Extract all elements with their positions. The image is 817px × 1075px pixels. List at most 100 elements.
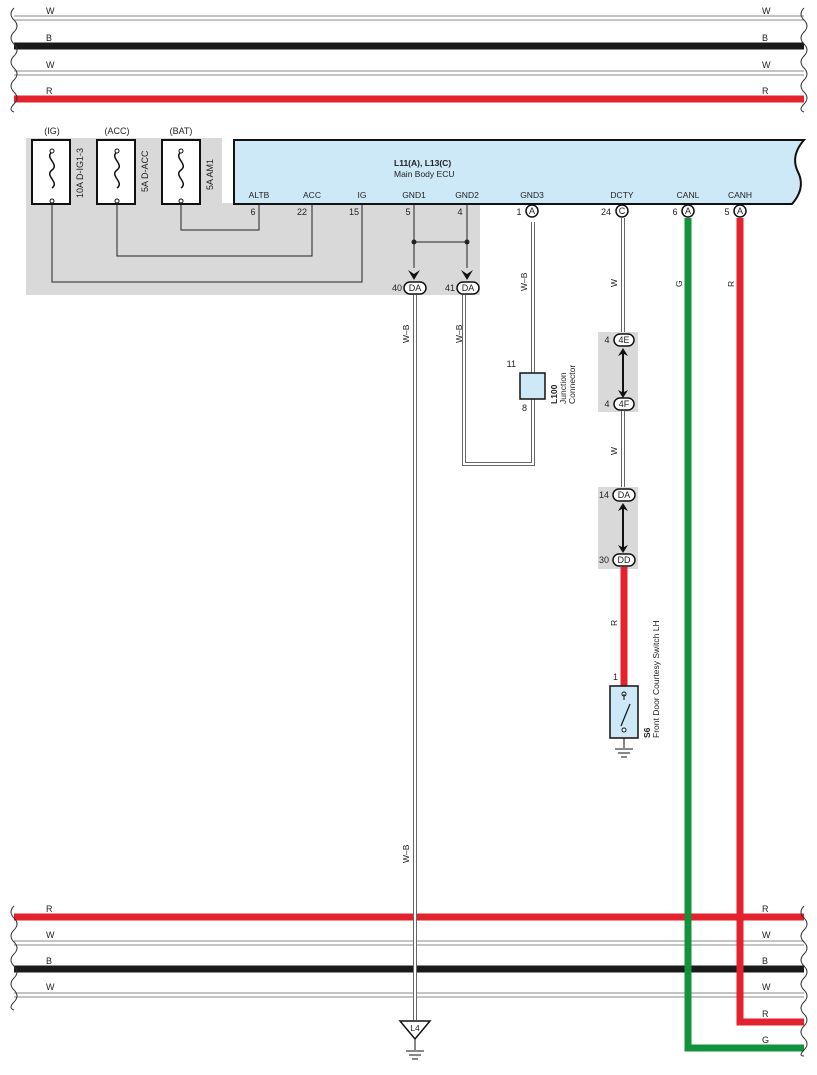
fuse-header: (ACC) (105, 126, 130, 136)
svg-text:S6: S6 (642, 727, 652, 738)
top-bus-label-right: B (762, 33, 768, 43)
bottom-bus: R R W W B B W W R G (10, 904, 808, 1057)
top-bus-wire-r: R R (14, 86, 804, 103)
ecu-pin-label: ACC (303, 190, 321, 200)
bottom-bus-label-right: B (762, 956, 768, 966)
top-bus: W W B B W W R R (10, 6, 808, 113)
wire-label: W–B (519, 272, 529, 291)
svg-text:L100: L100 (549, 384, 559, 404)
svg-text:A: A (529, 206, 535, 216)
bottom-bus-label-right: W (762, 930, 771, 940)
fuse-icon (49, 151, 55, 189)
fuse-ecu-wiring (51, 203, 468, 283)
svg-text:8: 8 (522, 403, 527, 413)
ecu-pin-label: GND1 (402, 190, 426, 200)
connector-dd30: DD 30 (599, 553, 636, 567)
splice-point (464, 239, 470, 245)
svg-text:Front Door Courtesy Switch LH: Front Door Courtesy Switch LH (651, 620, 661, 738)
bottom-bus-label-right: W (762, 982, 771, 992)
ecu-code: L11(A), L13(C) (394, 158, 451, 168)
bottom-bus-label-left: B (46, 956, 52, 966)
svg-text:14: 14 (599, 490, 609, 500)
svg-text:DA: DA (462, 283, 475, 293)
top-bus-break-left (10, 7, 18, 113)
ecu-pin-label: IG (358, 190, 367, 200)
top-bus-label-right: W (762, 60, 771, 70)
ecu-pin-number: 22 (297, 207, 307, 217)
fuse-header: (IG) (44, 126, 60, 136)
mating-arrow-icon (618, 348, 628, 398)
ecu-pin-number: 5 (405, 207, 410, 217)
wire-canh (736, 218, 804, 1026)
ecu-pin-number: 4 (457, 207, 462, 217)
ecu-connector-canh: A (733, 204, 747, 218)
fuse-icon (114, 151, 120, 189)
ecu-connector-canl: A (681, 204, 695, 218)
svg-text:L4: L4 (410, 1023, 420, 1033)
wire-label: W–B (454, 324, 464, 343)
mating-arrow-icon (618, 503, 628, 553)
ecu-harness-background (222, 203, 480, 295)
main-body-ecu: L11(A), L13(C) Main Body ECU ALTB ACC IG… (233, 139, 807, 205)
svg-text:DA: DA (409, 283, 422, 293)
switch-icon (620, 691, 631, 733)
bottom-bus-wire-b: B B (14, 956, 804, 973)
ground-icon (406, 1050, 424, 1060)
fuse-ig: (IG) 10A D-IG1-3 (31, 126, 85, 205)
bottom-bus-break-right (800, 905, 808, 1057)
connector-4e: 4E 4 (604, 333, 635, 347)
bottom-bus-wire-w2: W W (14, 982, 804, 998)
wire-wb-gnd2-loop (462, 222, 535, 466)
ecu-name: Main Body ECU (394, 169, 454, 179)
bottom-bus-label-right: R (762, 904, 769, 914)
top-bus-label-right: R (762, 86, 769, 96)
fuse-header: (BAT) (170, 126, 193, 136)
connector-da41: DA 41 (445, 270, 480, 295)
connector-arrow-icon (408, 270, 420, 280)
ecu-pin-label: DCTY (610, 190, 633, 200)
ecu-pin-number: 6 (250, 207, 255, 217)
svg-text:C: C (619, 206, 626, 216)
svg-text:30: 30 (599, 555, 609, 565)
wire-canl (684, 218, 804, 1052)
wire-label: G (674, 280, 684, 287)
ecu-connector-dcty: C (615, 204, 629, 218)
svg-text:4E: 4E (618, 335, 629, 345)
connector-arrow-icon (461, 270, 473, 280)
top-bus-wire-w1: W W (14, 6, 804, 21)
top-bus-wire-b: B B (14, 33, 804, 50)
bottom-bus-label-left: W (46, 982, 55, 992)
top-bus-wire-w2: W W (14, 60, 804, 76)
fuse-bat: (BAT) 5A AM1 (161, 126, 215, 205)
ecu-pin-label: GND3 (520, 190, 544, 200)
bottom-bus-wire-w1: W W (14, 930, 804, 946)
top-bus-label-left: W (46, 6, 55, 16)
ecu-pin-number: 15 (349, 207, 359, 217)
wire-label: W (609, 279, 619, 287)
svg-text:DD: DD (618, 555, 631, 565)
bottom-bus-wire-r: R R (14, 904, 804, 921)
bottom-bus-label-left: R (46, 904, 53, 914)
ecu-pin-label: CANL (677, 190, 700, 200)
svg-text:Connector: Connector (567, 365, 577, 404)
fuse-name: 10A D-IG1-3 (75, 148, 85, 198)
svg-text:40: 40 (392, 283, 402, 293)
top-bus-label-left: B (46, 33, 52, 43)
splice-point (411, 239, 417, 245)
fuse-name: 5A D-ACC (140, 150, 150, 192)
bus-branch-label-canl: G (762, 1035, 769, 1045)
ecu-pin-label: CANH (728, 190, 752, 200)
connector-da40: DA 40 (392, 270, 427, 295)
svg-text:Junction: Junction (558, 372, 568, 404)
bus-branch-label-canh: R (762, 1009, 769, 1019)
ecu-pin-label: ALTB (249, 190, 270, 200)
wire-label: R (726, 281, 736, 287)
connector-4f: 4F 4 (604, 397, 635, 411)
svg-text:4: 4 (604, 399, 609, 409)
ecu-pin-number: 24 (601, 207, 611, 217)
bottom-bus-break-left (10, 905, 18, 1011)
ecu-pin-number: 5 (724, 207, 729, 217)
svg-text:11: 11 (507, 359, 516, 369)
ground-icon (615, 748, 633, 758)
